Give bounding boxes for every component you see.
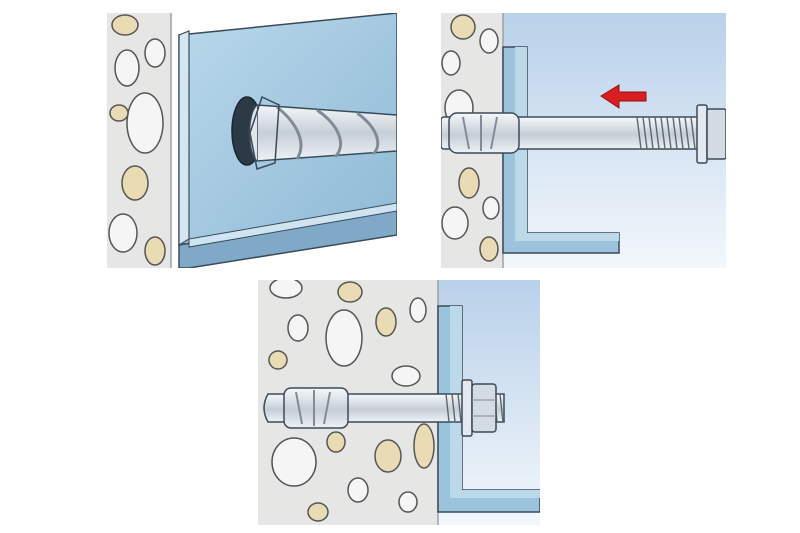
concrete-wall <box>107 13 172 268</box>
step-2-insertion-panel <box>441 13 726 268</box>
steel-angle <box>502 46 620 254</box>
step-3-tightened-panel <box>258 280 540 525</box>
anchor-bolt-icon <box>441 112 710 154</box>
step-2-illustration <box>441 13 726 268</box>
step-1-illustration <box>107 13 397 268</box>
hex-nut-icon <box>696 104 726 164</box>
drill-bit-icon <box>248 95 397 170</box>
step-1-drilling-panel <box>107 13 397 268</box>
hex-nut-icon <box>461 379 497 437</box>
step-3-illustration <box>258 280 540 525</box>
insertion-arrow-icon <box>600 84 647 109</box>
